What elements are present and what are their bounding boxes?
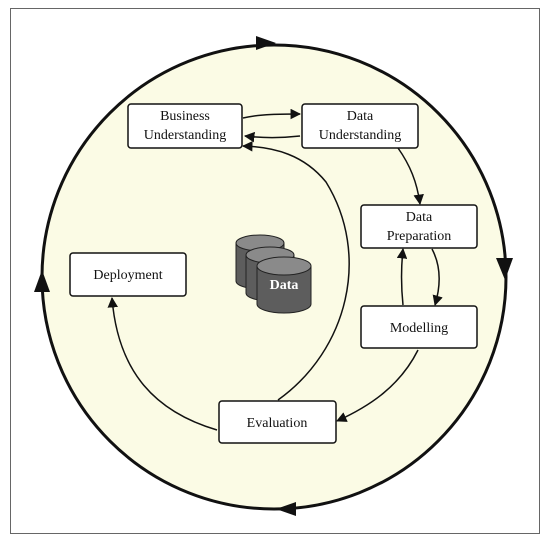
node-deployment: Deployment [69,252,187,297]
arrow-evaluation-to-deployment [107,296,218,431]
data-preparation-line-2: Preparation [387,229,452,244]
arrow-business-to-data-understanding [242,108,302,120]
modelling-label: Modelling [390,321,448,336]
data-preparation-line-1: Data [406,210,433,225]
node-evaluation: Evaluation [218,400,337,444]
outer-arrow-bottom [276,502,296,516]
node-business-understanding: Business Understanding [127,103,243,149]
arrow-preparation-to-modelling [431,248,443,307]
arrow-evaluation-to-business [241,141,350,401]
node-data-preparation: Data Preparation [360,204,478,249]
outer-arrow-top [256,36,276,50]
arrow-data-understanding-to-business [243,131,301,143]
node-data-understanding: Data Understanding [301,103,419,149]
arrow-modelling-to-evaluation [336,349,419,422]
business-understanding-line-2: Understanding [144,128,226,143]
arrow-data-understanding-to-preparation [397,147,424,206]
arrow-modelling-to-preparation [396,247,408,306]
business-understanding-line-1: Business [160,109,210,124]
center-data-label: Data [270,278,299,293]
node-modelling: Modelling [360,305,478,349]
outer-arrow-right [496,258,513,280]
deployment-label: Deployment [93,268,162,283]
evaluation-label: Evaluation [247,416,308,431]
data-understanding-line-2: Understanding [319,128,401,143]
outer-arrow-left [34,270,50,292]
data-database-icon [235,234,312,314]
data-understanding-line-1: Data [347,109,374,124]
